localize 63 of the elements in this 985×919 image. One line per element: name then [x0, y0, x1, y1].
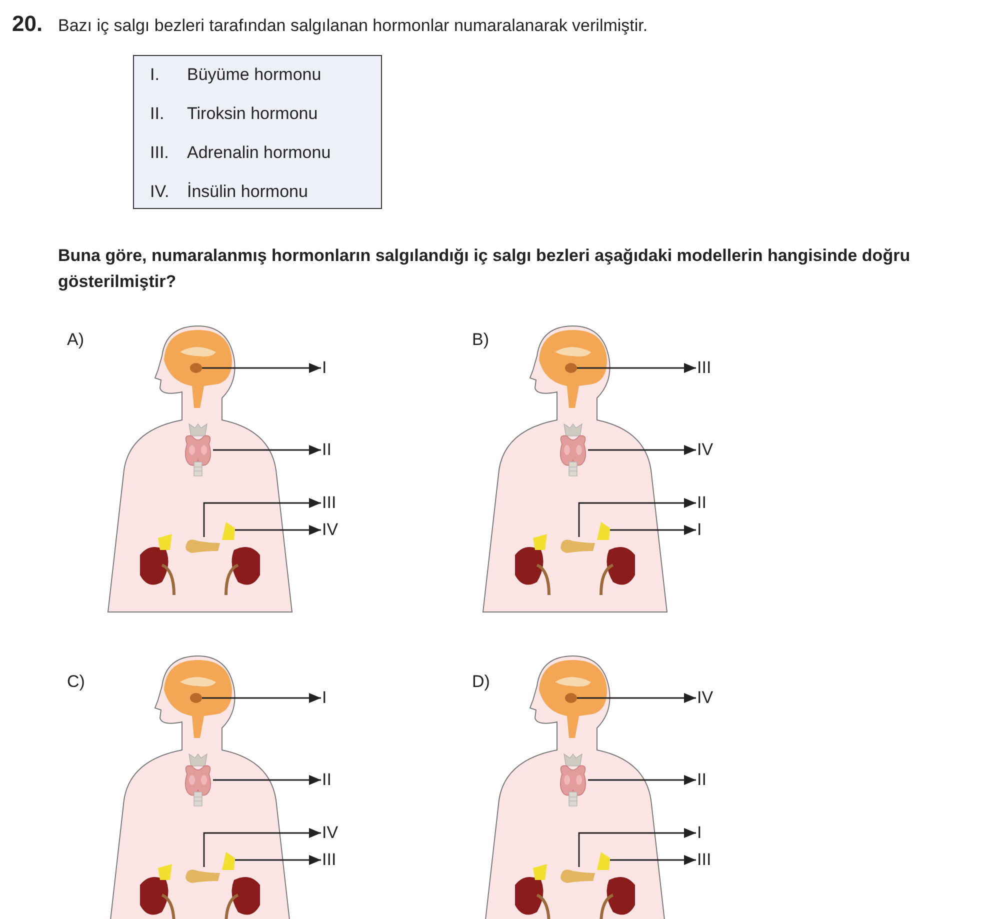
leader-arrow — [578, 498, 696, 537]
roman-numeral-label: III — [322, 850, 336, 870]
pancreas-picture — [559, 537, 595, 553]
adrenal-gland-picture — [597, 522, 610, 540]
roman-numeral-label: II — [322, 440, 332, 460]
thyroid-gland-picture — [183, 424, 213, 476]
leader-arrow — [577, 693, 696, 703]
option-letter: B) — [472, 330, 489, 350]
leader-arrow — [213, 775, 321, 785]
adrenal-gland-picture — [222, 522, 235, 540]
leader-arrow — [610, 855, 696, 865]
thyroid-gland-picture — [558, 754, 588, 806]
hormone-name: Adrenalin hormonu — [187, 143, 331, 163]
list-numeral: I. — [150, 65, 160, 85]
list-numeral: II. — [150, 104, 164, 124]
pancreas-picture — [184, 537, 220, 553]
leader-arrow — [235, 525, 321, 535]
roman-numeral-label: II — [322, 770, 332, 790]
leader-arrow — [213, 445, 321, 455]
leader-arrow — [577, 363, 696, 373]
leader-arrow — [610, 525, 696, 535]
roman-numeral-label: IV — [322, 823, 338, 843]
pituitary-gland-picture — [190, 363, 202, 373]
leader-arrow — [203, 828, 321, 867]
leader-arrow — [588, 445, 696, 455]
leader-arrow — [588, 775, 696, 785]
roman-numeral-label: IV — [322, 520, 338, 540]
question-text: Bazı iç salgı bezleri tarafından salgılanan hormonlar numaralanarak verilmiştir. — [58, 16, 648, 36]
leader-arrow — [203, 498, 321, 537]
roman-numeral-label: I — [322, 688, 327, 708]
roman-numeral-label: I — [697, 520, 702, 540]
roman-numeral-label: III — [322, 493, 336, 513]
roman-numeral-label: II — [697, 493, 706, 513]
hormone-name: İnsülin hormonu — [187, 182, 308, 202]
leader-arrow — [578, 828, 696, 867]
thyroid-gland-picture — [558, 424, 588, 476]
roman-numeral-label: III — [697, 358, 712, 378]
roman-numeral-label: III — [697, 850, 712, 870]
question-prompt: Buna göre, numaralanmış hormonların salgılandığı iç salgı bezleri aşağıdaki modellerin hangisinde doğru gösterilmiştir? — [58, 245, 912, 293]
list-numeral: IV. — [150, 182, 170, 202]
pituitary-gland-picture — [565, 363, 577, 373]
leader-arrow — [202, 693, 321, 703]
roman-numeral-label: I — [322, 358, 327, 378]
leader-arrow — [202, 363, 321, 373]
roman-numeral-label: I — [697, 823, 702, 843]
adrenal-gland-picture — [597, 852, 610, 870]
thyroid-gland-picture — [183, 754, 213, 806]
option-letter: C) — [67, 672, 85, 692]
leader-arrow — [235, 855, 321, 865]
roman-numeral-label: IV — [697, 440, 714, 460]
option-letter: A) — [67, 330, 84, 350]
roman-numeral-label: IV — [697, 688, 714, 708]
hormone-name: Büyüme hormonu — [187, 65, 322, 85]
adrenal-gland-picture — [222, 852, 235, 870]
list-numeral: III. — [150, 143, 169, 163]
pituitary-gland-picture — [190, 693, 202, 703]
option-letter: D) — [472, 672, 490, 692]
hormone-name: Tiroksin hormonu — [187, 104, 318, 124]
pancreas-picture — [559, 867, 595, 883]
pancreas-picture — [184, 867, 220, 883]
pituitary-gland-picture — [565, 693, 577, 703]
question-number: 20. — [12, 14, 43, 34]
roman-numeral-label: II — [697, 770, 706, 790]
